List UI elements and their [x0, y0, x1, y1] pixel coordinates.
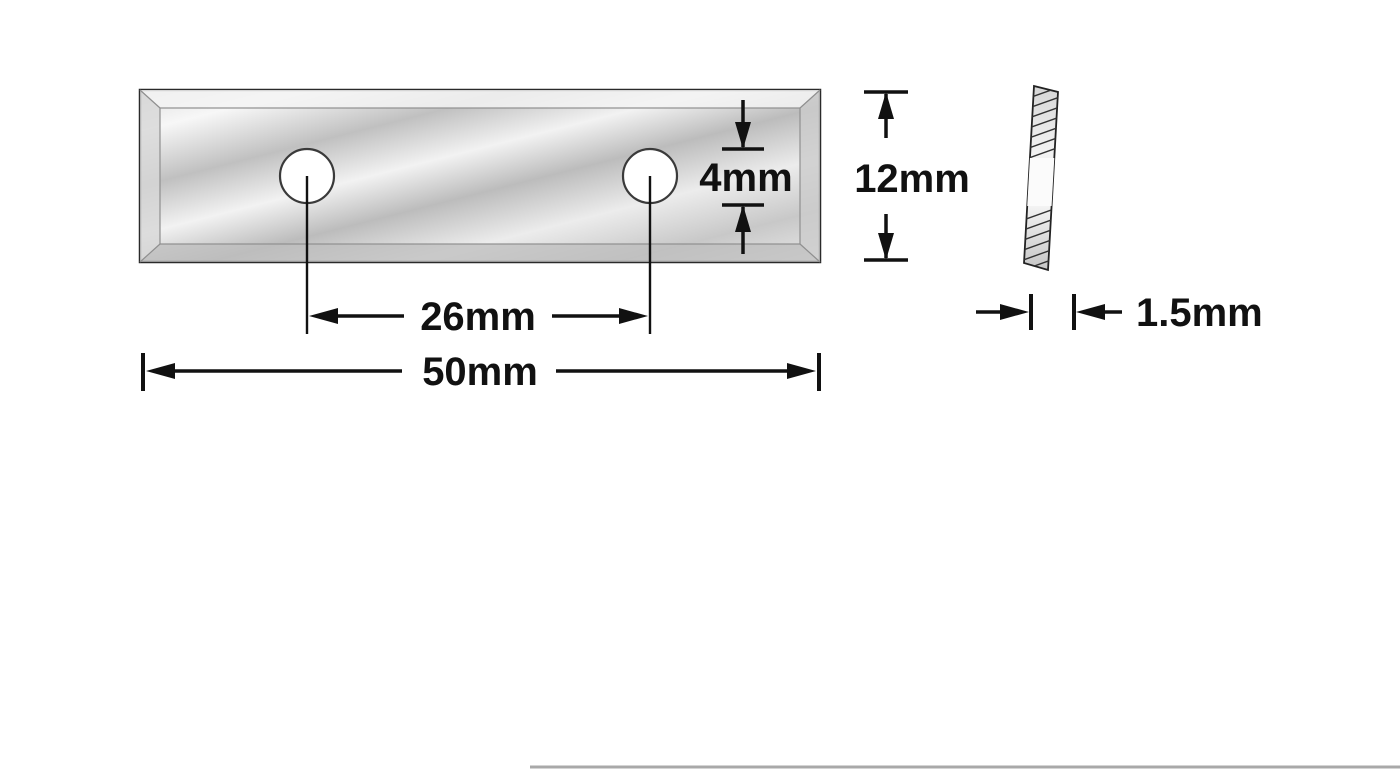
- dim-overall-length: 50mm: [141, 350, 821, 394]
- dim-thickness: 1.5mm: [976, 291, 1263, 335]
- front-view: [138, 88, 822, 264]
- dim-hole-diameter: 4mm: [699, 100, 793, 254]
- bevel-bottom: [140, 244, 820, 262]
- bevel-top: [140, 90, 820, 108]
- bevel-right: [800, 90, 820, 262]
- miter-tl: [139, 89, 161, 109]
- dim-label-hole-diameter: 4mm: [699, 156, 792, 200]
- miter-tr: [799, 89, 821, 109]
- dim-label-thickness: 1.5mm: [1136, 291, 1263, 335]
- blade-outline: [138, 88, 822, 264]
- miter-br: [799, 243, 821, 263]
- dim-hole-spacing: 26mm: [305, 176, 652, 339]
- miter-bl: [139, 243, 161, 263]
- dim-label-overall-length: 50mm: [422, 350, 538, 394]
- dim-label-hole-spacing: 26mm: [420, 295, 536, 339]
- bevel-inner-edge: [159, 107, 801, 245]
- dim-blade-width: 12mm: [854, 90, 970, 262]
- dim-label-blade-width: 12mm: [854, 157, 970, 201]
- bevel-left: [140, 90, 160, 262]
- side-view: [1023, 84, 1059, 272]
